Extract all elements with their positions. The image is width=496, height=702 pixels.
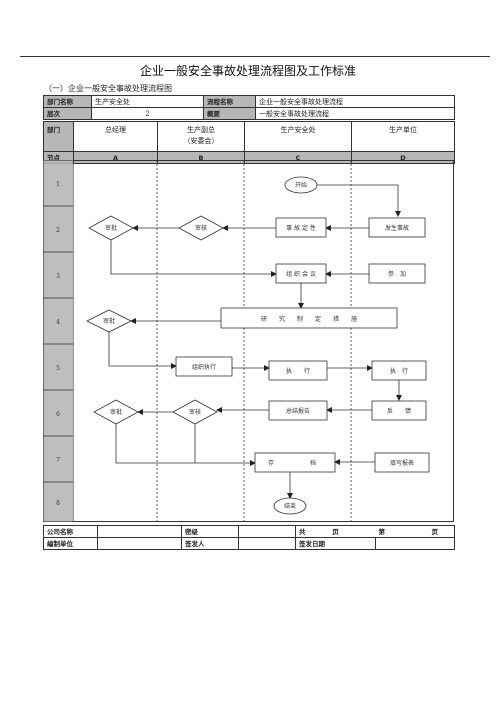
issue-date-label: 签发日期 bbox=[295, 537, 376, 550]
pages-label-2: 页 bbox=[415, 525, 455, 538]
summary-value: 一般安全事故处理流程 bbox=[255, 107, 455, 120]
arrow-approve-to-organize bbox=[108, 332, 177, 369]
process-label: 流程名称 bbox=[203, 95, 256, 108]
pages-spacer bbox=[355, 525, 376, 538]
company-label: 公司名称 bbox=[43, 525, 98, 538]
unit-value bbox=[97, 537, 182, 550]
col-b-header: 生产副总 （安委会） bbox=[157, 121, 245, 152]
review-6-label: 审核 bbox=[189, 408, 201, 416]
execute-c-box bbox=[268, 360, 328, 381]
row-6-label: 6 bbox=[56, 411, 60, 418]
feedback-box bbox=[371, 400, 427, 421]
col-a-header: 总经理 bbox=[73, 121, 158, 152]
level-value: 2 bbox=[91, 107, 204, 120]
measures-label: 研 究 制 定 措 施 bbox=[261, 315, 357, 323]
arrow-approve-to-meeting bbox=[110, 240, 277, 277]
form-label: 填写报表 bbox=[390, 459, 414, 467]
columns-table: 部门 总经理 生产副总 （安委会） 生产安全处 生产单位 节点 A B C D bbox=[43, 121, 455, 164]
secret-label: 密级 bbox=[181, 525, 239, 538]
approve-4-label: 审批 bbox=[103, 317, 115, 325]
arrow-approve-6-to-archive bbox=[115, 424, 256, 466]
organize-label: 组织执行 bbox=[192, 363, 216, 371]
define-box bbox=[275, 217, 327, 238]
dept-value: 生产安全处 bbox=[91, 95, 204, 108]
pages-total-label: 共 bbox=[295, 525, 316, 538]
col-b-line1: 生产副总 bbox=[187, 126, 215, 134]
review-b-label: 审核 bbox=[195, 224, 207, 232]
approve-6-label: 审批 bbox=[110, 408, 122, 416]
define-label: 事 故 定 性 bbox=[286, 224, 316, 232]
pages-nth-label: 第 bbox=[375, 525, 416, 538]
row-1-label: 1 bbox=[56, 181, 60, 188]
report-box bbox=[368, 217, 426, 238]
row-3-label: 3 bbox=[56, 273, 60, 280]
col-c-header: 生产安全处 bbox=[244, 121, 352, 152]
arrow-start-to-report bbox=[317, 184, 401, 217]
header-row-level: 层次 2 概要 一般安全事故处理流程 bbox=[43, 107, 455, 120]
end-terminal bbox=[273, 497, 307, 515]
summary-label: 总结报告 bbox=[286, 407, 310, 415]
col-d-header: 生产单位 bbox=[351, 121, 455, 152]
participate-label: 参 加 bbox=[388, 270, 406, 278]
company-value bbox=[97, 525, 182, 538]
footer-table: 公司名称 密级 共 页 第 页 编制单位 签发人 签发日期 bbox=[43, 525, 455, 550]
document-title: 企业一般安全事故处理流程图及工作标准 bbox=[139, 64, 356, 78]
measures-box bbox=[220, 307, 398, 329]
start-label: 开始 bbox=[295, 181, 307, 189]
row-2-label: 2 bbox=[56, 227, 60, 234]
summary-label: 概要 bbox=[203, 107, 256, 120]
footer-row-1: 公司名称 密级 共 页 第 页 bbox=[43, 525, 455, 538]
departments-row: 部门 总经理 生产副总 （安委会） 生产安全处 生产单位 bbox=[43, 121, 455, 152]
form-box bbox=[374, 452, 430, 473]
report-label: 发生事故 bbox=[385, 224, 409, 232]
document-subtitle: （一）企业一般安全事故处理流程图 bbox=[44, 84, 172, 93]
organize-box bbox=[175, 356, 233, 377]
review-diamond-b bbox=[178, 215, 224, 241]
summary-box bbox=[268, 400, 328, 421]
row-7-label: 7 bbox=[56, 457, 60, 464]
end-label: 结束 bbox=[284, 502, 296, 510]
top-rule bbox=[20, 56, 490, 57]
header-table: 部门名称 生产安全处 流程名称 企业一般安全事故处理流程 层次 2 概要 一般安… bbox=[43, 95, 455, 120]
secret-value bbox=[238, 525, 296, 538]
issuer-label: 签发人 bbox=[181, 537, 239, 550]
meeting-label: 组 织 会 议 bbox=[286, 270, 316, 278]
columns-label: 部门 bbox=[43, 121, 74, 152]
feedback-label: 反 馈 bbox=[387, 407, 411, 415]
level-label: 层次 bbox=[43, 107, 92, 120]
issue-date-value bbox=[375, 537, 455, 550]
dept-label: 部门名称 bbox=[43, 95, 92, 108]
execute-c-label: 执 行 bbox=[286, 367, 310, 375]
pages-label-1: 页 bbox=[315, 525, 356, 538]
approve-a-label: 审批 bbox=[105, 224, 117, 232]
archive-right-label: 档 bbox=[310, 459, 316, 467]
col-b-line2: （安委会） bbox=[183, 137, 219, 145]
row-5-label: 5 bbox=[56, 365, 60, 372]
execute-d-label: 执 行 bbox=[390, 367, 408, 375]
header-row-dept: 部门名称 生产安全处 流程名称 企业一般安全事故处理流程 bbox=[43, 95, 455, 108]
participate-box bbox=[368, 263, 426, 284]
process-value: 企业一般安全事故处理流程 bbox=[255, 95, 455, 108]
issuer-value bbox=[238, 537, 296, 550]
footer-row-2: 编制单位 签发人 签发日期 bbox=[43, 537, 455, 550]
rowlabel-column bbox=[43, 160, 73, 522]
unit-label: 编制单位 bbox=[43, 537, 98, 550]
flowchart: 1 2 3 4 5 6 7 8 开始 发生事故 事 故 定 性 审核 审批 组 … bbox=[43, 160, 454, 522]
row-8-label: 8 bbox=[56, 500, 60, 507]
archive-left-label: 存 bbox=[268, 459, 274, 467]
row-4-label: 4 bbox=[56, 319, 60, 326]
